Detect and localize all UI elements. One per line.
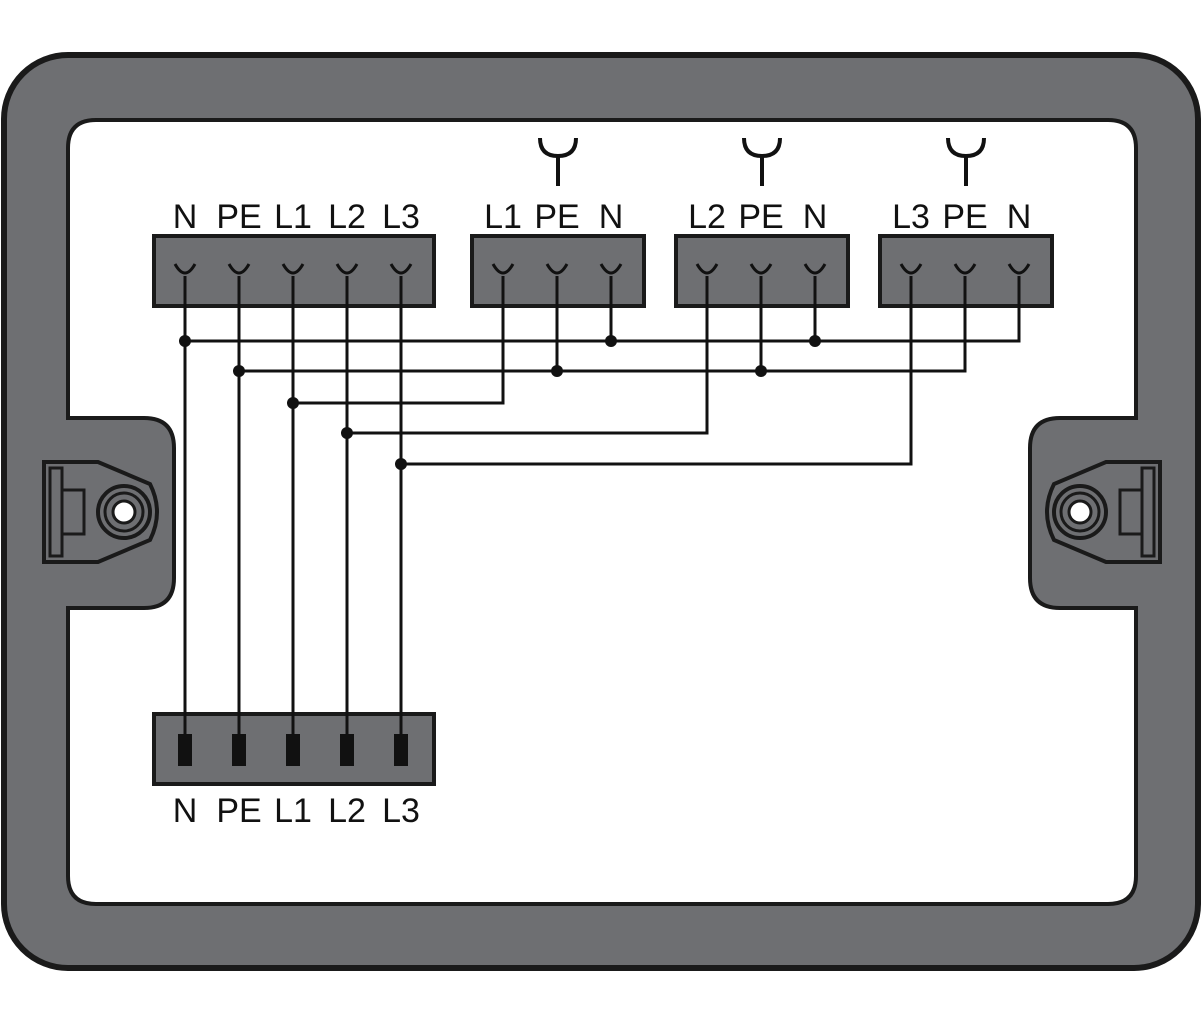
terminal-label: PE <box>534 198 579 236</box>
input-connector-labels: N PE L1 L2 L3 <box>173 198 420 236</box>
terminal-label: N <box>803 198 828 236</box>
terminal-label: L2 <box>328 792 366 830</box>
terminal-label: N <box>173 198 198 236</box>
left-mounting-tab <box>42 460 159 564</box>
socket-icon <box>538 137 578 186</box>
terminal-label: N <box>599 198 624 236</box>
terminal-label: L1 <box>274 198 312 236</box>
output-connector-3-labels: L3 PE N <box>892 198 1031 236</box>
terminal-label: PE <box>738 198 783 236</box>
terminal-label: L1 <box>484 198 522 236</box>
terminal-label: PE <box>942 198 987 236</box>
terminal-label: PE <box>216 792 261 830</box>
terminal-label: N <box>1007 198 1032 236</box>
output-connector-1-labels: L1 PE N <box>484 198 623 236</box>
terminal-label: L2 <box>688 198 726 236</box>
socket-icon <box>742 137 782 186</box>
socket-icon <box>946 137 986 186</box>
terminal-label: L1 <box>274 792 312 830</box>
terminal-label: PE <box>216 198 261 236</box>
wire-junctions <box>179 335 821 470</box>
terminal-cups <box>173 263 1031 275</box>
bottom-connector-labels: N PE L1 L2 L3 <box>173 792 420 830</box>
terminal-label: L3 <box>382 198 420 236</box>
terminal-label: N <box>173 792 198 830</box>
output-connector-2-labels: L2 PE N <box>688 198 827 236</box>
inner-panel <box>66 118 1138 906</box>
terminal-label: L2 <box>328 198 366 236</box>
terminal-label: L3 <box>892 198 930 236</box>
terminal-label: L3 <box>382 792 420 830</box>
bottom-connector-pins <box>178 734 408 766</box>
wiring <box>183 276 1021 736</box>
right-mounting-tab <box>1045 460 1162 564</box>
